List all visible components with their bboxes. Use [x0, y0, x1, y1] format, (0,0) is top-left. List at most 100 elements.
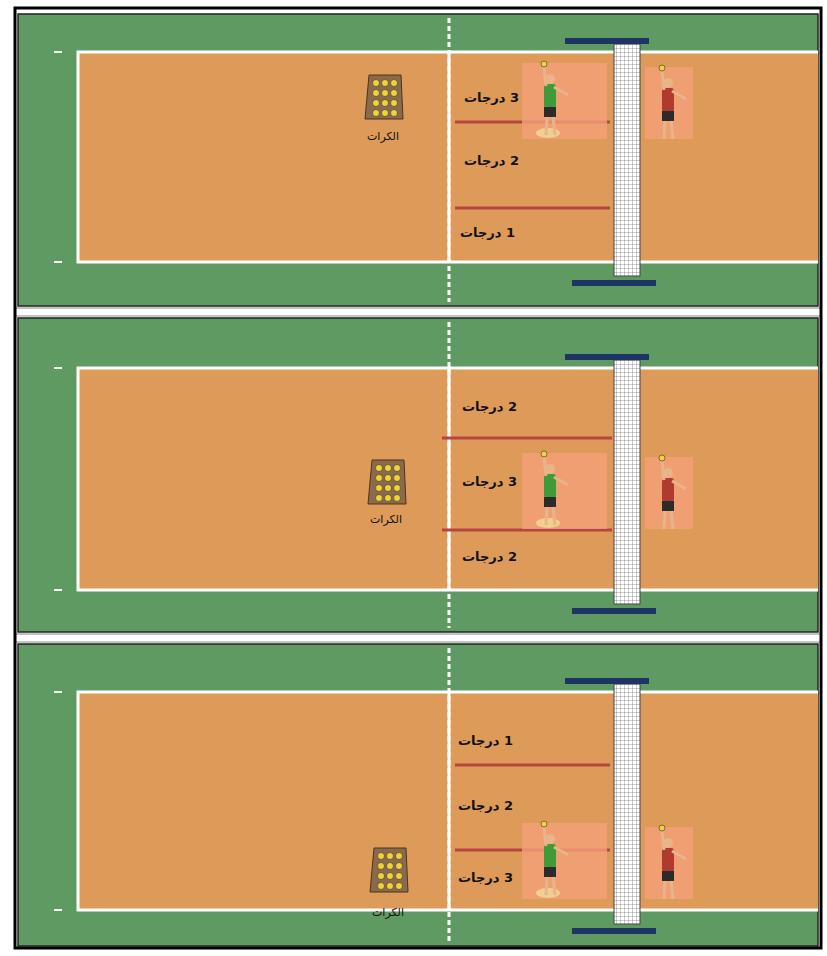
- player-patch: [645, 457, 693, 529]
- player-patch: [645, 67, 693, 139]
- panel-ground: [18, 14, 818, 306]
- ball: [391, 100, 398, 107]
- ball: [378, 883, 385, 890]
- ball: [396, 873, 403, 880]
- ball: [373, 90, 380, 97]
- score-label: 2 درجات: [458, 798, 513, 813]
- zone-line: [455, 207, 610, 210]
- ball-bag: [370, 848, 408, 892]
- court-floor: [78, 692, 818, 910]
- ball: [382, 110, 389, 117]
- tick-mark: [54, 367, 62, 369]
- court-boundary: [78, 52, 818, 262]
- tick-mark: [54, 261, 62, 263]
- tick-mark: [54, 909, 62, 911]
- score-label: 3 درجات: [462, 474, 517, 489]
- player-figure: [541, 821, 568, 895]
- panel-ground: [18, 318, 818, 632]
- ball: [378, 853, 385, 860]
- ball: [385, 465, 392, 472]
- ball: [396, 853, 403, 860]
- player-patch: [645, 827, 693, 899]
- ball: [387, 873, 394, 880]
- panel-separator: [15, 308, 821, 316]
- court-floor: [78, 368, 818, 590]
- panel-border: [18, 318, 818, 632]
- ball: [382, 90, 389, 97]
- ball: [391, 80, 398, 87]
- tick-mark: [54, 589, 62, 591]
- ball: [378, 873, 385, 880]
- score-label: 1 درجات: [458, 733, 513, 748]
- attack-line-dashed: [448, 18, 451, 302]
- net-post: [565, 38, 649, 44]
- player-figure: [659, 455, 686, 529]
- court-floor: [78, 52, 818, 262]
- net-post: [572, 608, 656, 614]
- ball: [376, 495, 383, 502]
- ball: [387, 863, 394, 870]
- jump-mark: [536, 128, 560, 138]
- court-panel: [18, 644, 818, 946]
- ball: [396, 883, 403, 890]
- zone-line: [455, 764, 610, 767]
- ball: [376, 485, 383, 492]
- outer-frame: [15, 8, 821, 948]
- panel-separator: [15, 634, 821, 642]
- court-panel: [18, 14, 818, 306]
- player-figure: [541, 61, 568, 135]
- score-label: 2 درجات: [462, 549, 517, 564]
- ball: [378, 863, 385, 870]
- court-boundary: [78, 692, 818, 910]
- ball: [373, 80, 380, 87]
- zone-line: [442, 437, 612, 440]
- ball: [394, 485, 401, 492]
- net: [614, 684, 640, 924]
- attack-line: [448, 692, 451, 910]
- ball: [385, 495, 392, 502]
- ball: [394, 465, 401, 472]
- player-patch: [522, 63, 607, 139]
- jump-mark: [536, 888, 560, 898]
- jump-mark: [536, 518, 560, 528]
- score-label: 1 درجات: [460, 225, 515, 240]
- player-figure: [659, 825, 686, 899]
- panel-border: [18, 644, 818, 946]
- ball: [396, 863, 403, 870]
- attack-line: [448, 368, 451, 590]
- ball: [387, 883, 394, 890]
- ball: [376, 475, 383, 482]
- ball: [382, 100, 389, 107]
- score-label: 3 درجات: [464, 90, 519, 105]
- bag-label: الكرات: [370, 513, 402, 526]
- attack-line: [448, 52, 451, 262]
- score-label: 2 درجات: [464, 153, 519, 168]
- ball-bag: [365, 75, 403, 119]
- ball: [373, 100, 380, 107]
- tick-mark: [54, 691, 62, 693]
- net-post: [572, 928, 656, 934]
- ball: [391, 110, 398, 117]
- net-post: [565, 678, 649, 684]
- player-figure: [659, 65, 686, 139]
- ball: [382, 80, 389, 87]
- ball: [387, 853, 394, 860]
- panel-border: [18, 14, 818, 306]
- ball: [376, 465, 383, 472]
- ball: [385, 475, 392, 482]
- attack-line-dashed: [448, 322, 451, 628]
- net-post: [565, 354, 649, 360]
- tick-mark: [54, 51, 62, 53]
- player-figure: [541, 451, 568, 525]
- court-panel: [18, 318, 818, 632]
- attack-line-dashed: [448, 648, 451, 942]
- player-patch: [522, 823, 607, 899]
- score-label: 2 درجات: [462, 399, 517, 414]
- ball: [394, 475, 401, 482]
- net: [614, 44, 640, 276]
- court-boundary: [78, 368, 818, 590]
- panel-ground: [18, 644, 818, 946]
- ball-bag: [368, 460, 406, 504]
